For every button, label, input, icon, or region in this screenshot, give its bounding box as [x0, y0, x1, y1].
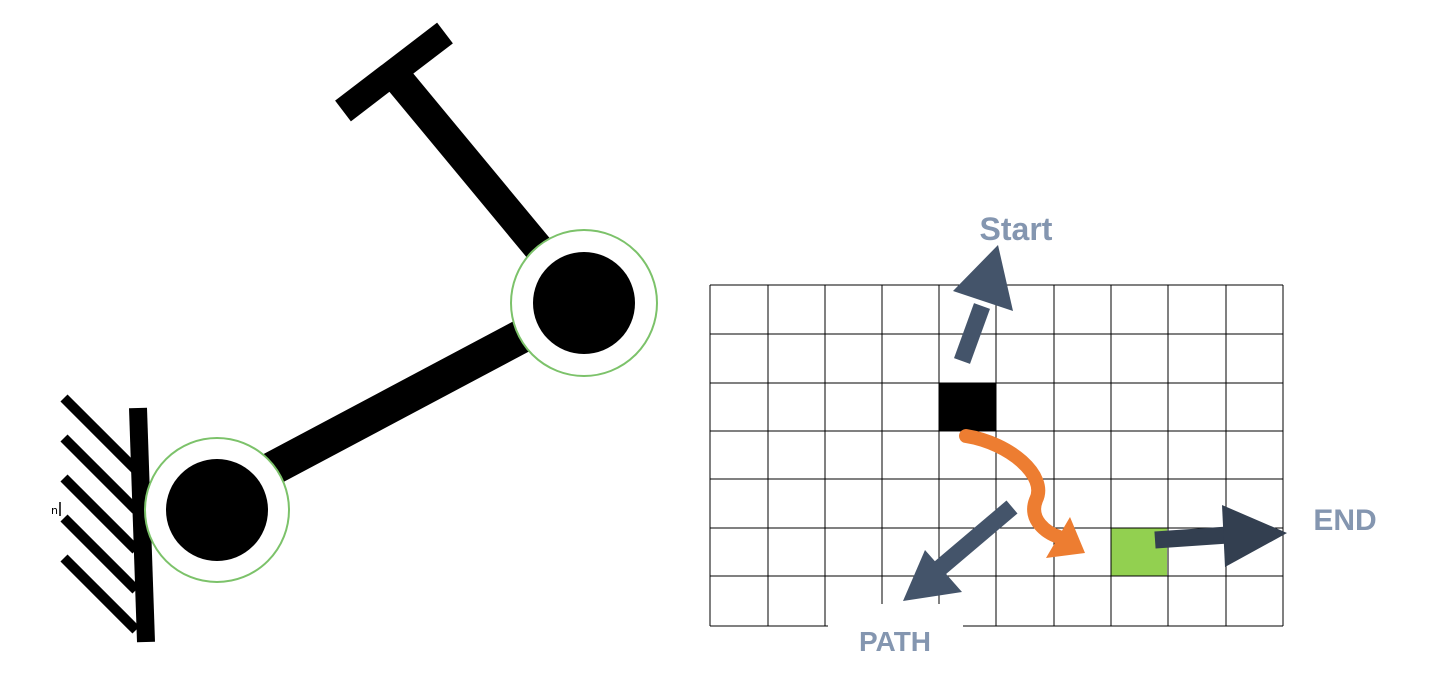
start-arrow: [953, 245, 1013, 364]
start-cell: [939, 383, 996, 431]
grid-planner: Start END PATH: [709, 211, 1377, 657]
wall-base: [129, 407, 155, 643]
path-direction-arrow: [903, 500, 1018, 601]
path-arrow: [959, 429, 1085, 558]
robot-arm: n: [51, 22, 658, 643]
wall-hatching: [60, 394, 140, 634]
start-label: Start: [980, 211, 1053, 247]
path-label-gap: [828, 604, 963, 634]
elbow-joint: [510, 229, 658, 377]
end-label: END: [1313, 504, 1376, 537]
base-joint: [144, 437, 290, 583]
left-artifact-text: n: [51, 504, 58, 517]
path-label: PATH: [859, 626, 931, 657]
end-arrow: [1154, 505, 1287, 567]
end-effector: [335, 22, 453, 122]
